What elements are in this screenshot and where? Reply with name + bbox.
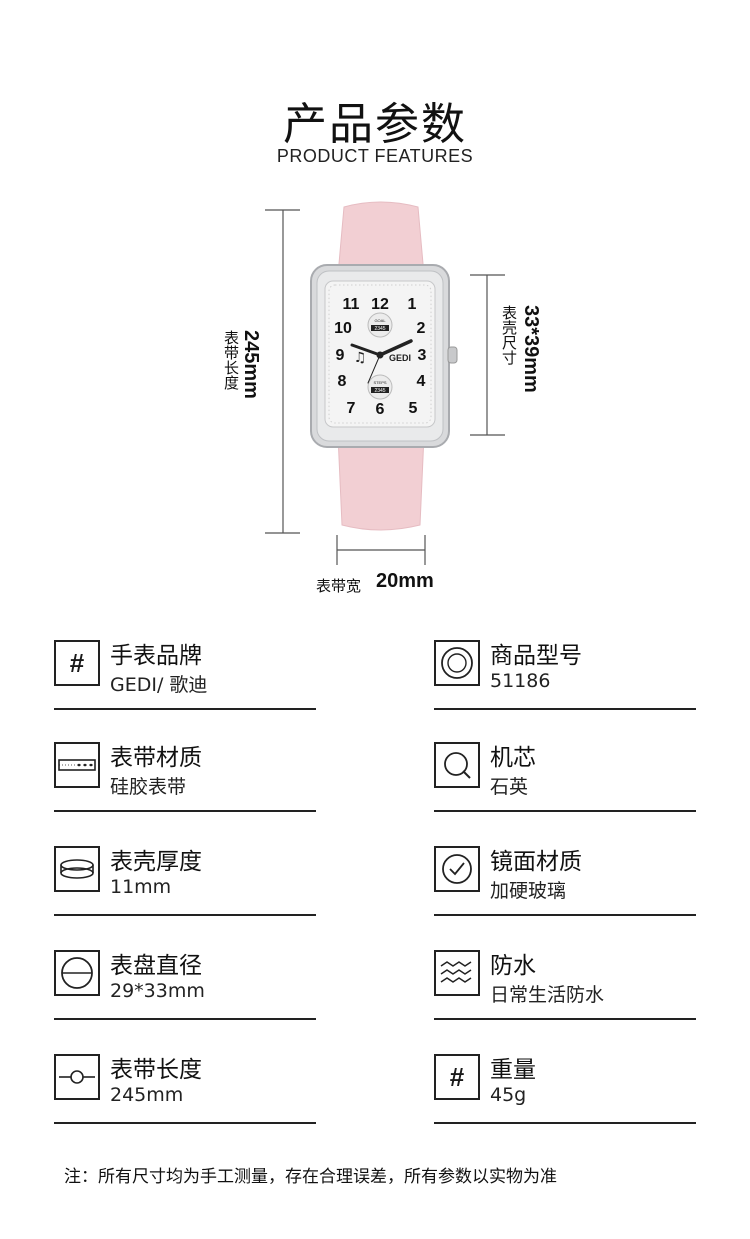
dial-numeral-1: 1 [408,296,417,313]
spec-value: 45g [490,1084,527,1106]
spec-movement: 机芯 石英 [434,738,696,812]
spec-label: 商品型号 [490,643,582,669]
strap-width-dimension [336,535,426,565]
dial-numeral-3: 3 [418,347,427,364]
spec-label: 表带长度 [110,1057,202,1083]
dial-numeral-11: 11 [343,296,360,313]
dial-numeral-4: 4 [417,373,426,390]
sub-dial-top: GOAL 2345 [367,312,393,338]
spec-value: 石英 [490,776,529,798]
watch-hands [350,339,413,384]
spec-strap-length: 表带长度 245mm [54,1050,316,1124]
spec-weight: # 重量 45g [434,1050,696,1124]
page-title: 产品参数 [283,99,467,150]
hash-icon: # [434,1054,480,1100]
spec-label: 防水 [490,953,536,979]
dial-numeral-7: 7 [347,400,356,417]
spec-value: GEDI/ 歌迪 [110,674,208,696]
dial-numeral-5: 5 [409,400,418,417]
watch-crown [447,346,458,364]
strap-length-value: 245mm [240,330,262,399]
strap-length-label: 表带长度 [222,330,240,390]
watch-strap-top [337,201,425,276]
spec-water-resistance: 防水 日常生活防水 [434,946,696,1020]
watch-strap-bottom [337,434,425,531]
dial-numeral-9: 9 [336,347,345,364]
page-subtitle: PRODUCT FEATURES [276,146,474,166]
sub-dial-bottom: STEPS 2345 [367,374,393,400]
watch-figure: 12 1 2 3 4 5 6 7 8 9 10 11 GOAL 2345 STE… [265,201,505,565]
dial-diameter-icon [54,950,100,996]
strap-width-label: 表带宽 [316,577,362,595]
dial-brand: GEDI [389,353,411,363]
spec-label: 表壳厚度 [110,849,202,875]
svg-text:GOAL: GOAL [374,318,386,323]
svg-text:2345: 2345 [374,326,385,332]
spec-label: 手表品牌 [110,643,202,669]
spec-label: 表盘直径 [110,953,202,979]
dial-numeral-10: 10 [334,320,352,337]
spec-value: 日常生活防水 [490,984,605,1006]
spec-case-thickness: 表壳厚度 11mm [54,842,316,916]
strap-length-icon [54,1054,100,1100]
spec-glass: 镜面材质 加硬玻璃 [434,842,696,916]
spec-value: 加硬玻璃 [490,880,567,902]
dial-numeral-12: 12 [371,296,389,313]
svg-text:2345: 2345 [374,388,385,394]
spec-label: 机芯 [490,745,536,771]
spec-value: 29*33mm [110,980,205,1002]
glass-clock-icon [434,846,480,892]
spec-label: 表带材质 [110,745,202,771]
strap-width-value: 20mm [376,570,434,592]
case-size-value: 33*39mm [520,305,542,393]
strap-icon [54,742,100,788]
spec-value: 硅胶表带 [110,776,187,798]
spec-model: 商品型号 51186 [434,636,696,710]
dial-numeral-6: 6 [376,401,385,418]
case-size-dimension [470,274,505,436]
water-wave-icon [434,950,480,996]
spec-value: 11mm [110,876,172,898]
quartz-icon [434,742,480,788]
footnote: 注：所有尺寸均为手工测量，存在合理误差，所有参数以实物为准 [64,1167,557,1187]
model-icon [434,640,480,686]
case-size-label: 表壳尺寸 [500,305,518,365]
svg-text:STEPS: STEPS [373,380,386,385]
music-note-icon: ♫ [354,350,367,366]
case-thickness-icon [54,846,100,892]
strap-length-dimension [265,209,300,534]
spec-value: 245mm [110,1084,184,1106]
spec-brand: # 手表品牌 GEDI/ 歌迪 [54,636,316,710]
hash-icon: # [54,640,100,686]
spec-label: 镜面材质 [490,849,582,875]
dial-numeral-2: 2 [417,320,426,337]
dial-numeral-8: 8 [338,373,347,390]
spec-strap-material: 表带材质 硅胶表带 [54,738,316,812]
spec-label: 重量 [490,1057,536,1083]
spec-dial-diameter: 表盘直径 29*33mm [54,946,316,1020]
spec-value: 51186 [490,670,551,692]
